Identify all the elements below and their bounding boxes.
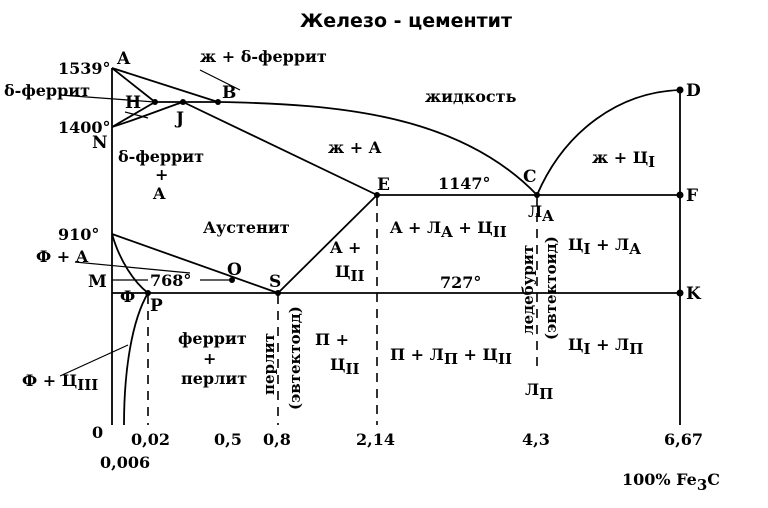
temp-910: 910° bbox=[58, 225, 99, 244]
axis-tick-0-5: 0,5 bbox=[214, 430, 242, 449]
phase-delta-ferrite: δ-феррит bbox=[4, 81, 90, 100]
axis-tick-0-006: 0,006 bbox=[100, 453, 150, 472]
phase-pearlite-eutectoid-2: (эвтектоид) bbox=[286, 306, 304, 410]
dot-O bbox=[229, 277, 235, 283]
phase-ferrite-pearlite-3: перлит bbox=[181, 369, 247, 388]
temp-768: 768° bbox=[150, 271, 191, 290]
label-H: H bbox=[125, 93, 141, 113]
dot-H bbox=[152, 99, 158, 105]
leader-f-c3 bbox=[59, 344, 129, 377]
line-CD bbox=[536, 89, 681, 196]
phase-delta-a-1: δ-феррит bbox=[118, 147, 204, 166]
axis-tick-0-8: 0,8 bbox=[263, 430, 291, 449]
phase-liquid: жидкость bbox=[425, 87, 517, 106]
phase-a-c2-2: ЦII bbox=[335, 262, 365, 285]
line-BC bbox=[217, 101, 538, 196]
label-D: D bbox=[686, 81, 701, 101]
line-NJ bbox=[111, 101, 184, 128]
label-N: N bbox=[92, 133, 108, 153]
phase-austenite: Аустенит bbox=[203, 218, 290, 237]
label-A: A bbox=[116, 49, 131, 69]
axis-tick-6-67: 6,67 bbox=[664, 430, 703, 449]
phase-f-a: Ф + A bbox=[36, 247, 89, 266]
axis-unit: 100% Fe3C bbox=[622, 470, 720, 494]
dot-K bbox=[676, 289, 684, 297]
leader-f-a bbox=[74, 261, 191, 274]
phase-a-la-c2: A + ЛA + ЦII bbox=[389, 218, 507, 241]
line-GS bbox=[111, 233, 279, 294]
temp-1400: 1400° bbox=[58, 118, 111, 137]
dot-F bbox=[676, 191, 684, 199]
line-GP bbox=[111, 233, 149, 294]
dot-B bbox=[215, 99, 221, 105]
label-K: K bbox=[686, 284, 702, 304]
line-JE bbox=[182, 101, 378, 196]
line-AB bbox=[111, 67, 219, 103]
phase-lp: ЛП bbox=[525, 380, 553, 403]
axis-tick-4-3: 4,3 bbox=[522, 430, 550, 449]
phase-ledeburite-1: ледебурит bbox=[519, 245, 537, 335]
label-B: B bbox=[222, 83, 236, 103]
label-S: S bbox=[269, 272, 281, 292]
temp-1539: 1539° bbox=[58, 59, 111, 78]
axis-tick-0-02: 0,02 bbox=[131, 430, 170, 449]
temp-1147: 1147° bbox=[438, 174, 491, 193]
line-SE bbox=[277, 194, 378, 294]
phase-f-c3: Ф + ЦIII bbox=[22, 371, 98, 394]
phase-la: ЛA bbox=[528, 202, 554, 225]
phase-liquid-delta: ж + δ-феррит bbox=[200, 47, 327, 66]
phase-pearlite-eutectoid-1: перлит bbox=[260, 333, 278, 395]
phase-delta-a-2: + bbox=[155, 165, 168, 184]
line-PQ bbox=[123, 292, 149, 426]
leader-delta-a bbox=[124, 111, 149, 119]
phase-ledeburite-2: (эвтектоид) bbox=[542, 236, 560, 340]
phase-delta-a-3: A bbox=[152, 184, 166, 203]
phase-p-c2-1: П + bbox=[315, 330, 349, 349]
dot-C bbox=[534, 192, 540, 198]
dot-J bbox=[180, 99, 186, 105]
phase-a-c2-1: A + bbox=[329, 238, 361, 257]
line-AH bbox=[111, 67, 156, 103]
phase-liquid-a: ж + A bbox=[328, 138, 382, 157]
phase-f: Ф bbox=[120, 287, 135, 306]
phase-c1-la: ЦI + ЛA bbox=[568, 235, 641, 258]
label-E: E bbox=[377, 175, 390, 195]
label-J: J bbox=[174, 109, 184, 129]
label-F: F bbox=[686, 186, 698, 206]
phase-c1-lp: ЦI + ЛП bbox=[568, 335, 643, 358]
axis-origin: 0 bbox=[92, 423, 103, 442]
leader-liquid-delta bbox=[199, 69, 241, 91]
diagram-title: Железо - цементит bbox=[300, 10, 512, 32]
dot-D bbox=[676, 86, 684, 94]
phase-p-c2-2: ЦII bbox=[330, 355, 360, 378]
phase-liquid-c1: ж + ЦI bbox=[592, 148, 655, 171]
label-O: O bbox=[227, 260, 242, 280]
phase-ferrite-pearlite-2: + bbox=[203, 349, 216, 368]
phase-ferrite-pearlite-1: феррит bbox=[178, 329, 247, 348]
dot-S bbox=[275, 290, 281, 296]
dot-P bbox=[145, 290, 151, 296]
label-P: P bbox=[150, 296, 163, 316]
label-M: M bbox=[88, 272, 107, 292]
label-C: C bbox=[523, 167, 537, 187]
leader-delta-ferrite bbox=[59, 94, 156, 103]
temp-727: 727° bbox=[440, 273, 481, 292]
axis-tick-2-14: 2,14 bbox=[356, 430, 395, 449]
dot-E bbox=[374, 192, 380, 198]
phase-p-lp-c2: П + ЛП + ЦII bbox=[390, 345, 512, 368]
